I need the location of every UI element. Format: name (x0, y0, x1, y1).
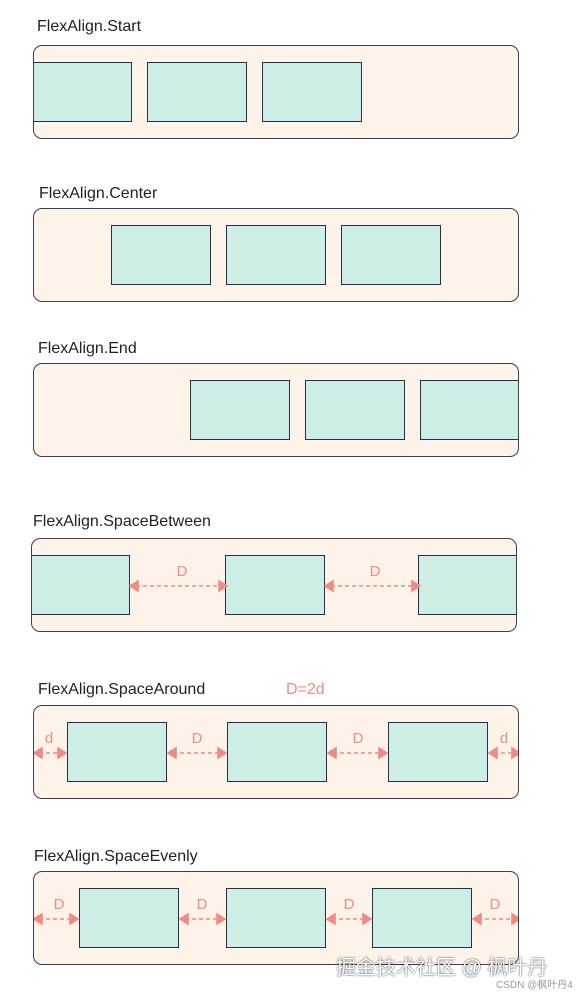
flex-item-2 (225, 555, 325, 615)
flex-item-2 (305, 380, 405, 440)
watermark-text: 掘金技术社区 @ 枫叶丹 (336, 957, 548, 979)
flex-item-1 (111, 225, 211, 285)
section-label-start: FlexAlign.Start (37, 18, 142, 35)
flex-item-2 (226, 225, 326, 285)
container-space-evenly: D D D D (33, 871, 519, 965)
flex-item-1 (32, 555, 130, 615)
flex-item-1 (67, 722, 167, 782)
gap-label: D (53, 896, 65, 913)
container-end (33, 363, 519, 457)
section-label-center: FlexAlign.Center (39, 185, 158, 202)
flex-item-1 (34, 62, 132, 122)
gap-label: D (352, 730, 364, 747)
flex-item-1 (190, 380, 290, 440)
flex-item-3 (420, 380, 518, 440)
container-space-around: d D D d (33, 705, 519, 799)
container-space-between: D D (31, 538, 517, 632)
section-label-space-around: FlexAlign.SpaceAround (38, 681, 206, 698)
section-label-space-between: FlexAlign.SpaceBetween (33, 513, 211, 530)
gap-arrows (34, 912, 518, 926)
section-label-space-evenly: FlexAlign.SpaceEvenly (34, 848, 198, 865)
formula-label: D=2d (286, 681, 325, 698)
flex-item-3 (388, 722, 488, 782)
flex-item-3 (262, 62, 362, 122)
gap-label: D (343, 896, 355, 913)
csdn-credit: CSDN @枫叶丹4 (496, 980, 573, 991)
gap-label: D (489, 896, 501, 913)
flex-item-3 (372, 888, 472, 948)
gap-label: D (176, 563, 188, 580)
gap-arrows (128, 579, 422, 593)
gap-arrows (34, 746, 518, 760)
flex-item-2 (226, 888, 326, 948)
gap-label: d (44, 730, 54, 747)
container-start (33, 45, 519, 139)
gap-label: D (369, 563, 381, 580)
gap-label: D (196, 896, 208, 913)
flex-item-2 (147, 62, 247, 122)
flex-item-1 (79, 888, 179, 948)
section-label-end: FlexAlign.End (38, 340, 137, 357)
gap-label: d (499, 730, 509, 747)
flex-item-2 (227, 722, 327, 782)
flex-item-3 (341, 225, 441, 285)
gap-label: D (191, 730, 203, 747)
container-center (33, 208, 519, 302)
flex-item-3 (418, 555, 516, 615)
